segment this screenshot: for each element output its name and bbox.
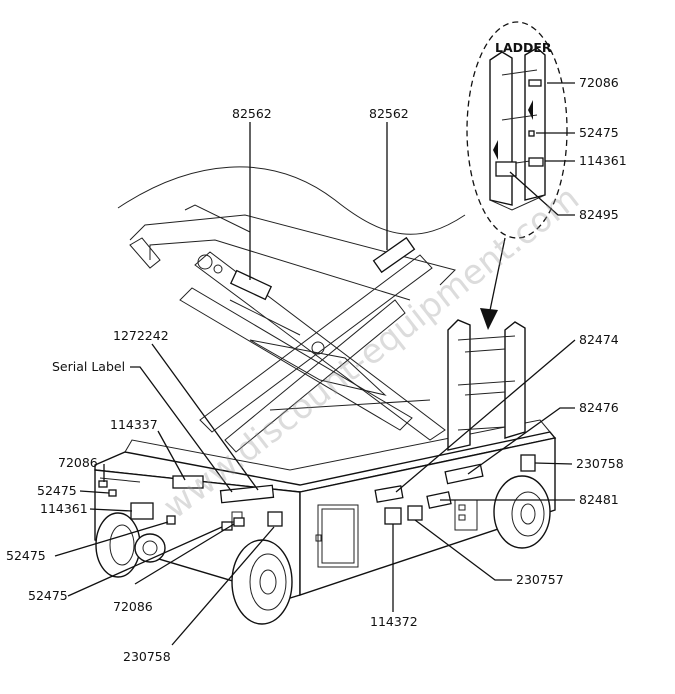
label-230758-bottom: 230758 (123, 649, 171, 664)
label-52475-ladder: 52475 (579, 125, 619, 140)
decal-rects (98, 79, 544, 531)
decal-52475-ladder (528, 130, 535, 137)
label-82495: 82495 (579, 207, 619, 222)
decal-114361-left (130, 502, 154, 520)
platform-outline (117, 166, 466, 301)
label-1272242: 1272242 (113, 328, 169, 343)
decal-114337 (172, 475, 204, 489)
decal-52475-left (108, 489, 117, 497)
label-72086-left: 72086 (58, 455, 98, 470)
ladder-on-machine (447, 319, 526, 451)
drive-motor (134, 533, 166, 563)
label-82474: 82474 (579, 332, 619, 347)
chassis (94, 419, 557, 599)
decal-52475-lower (221, 521, 233, 531)
decal-82562-left (229, 269, 273, 301)
decal-114372 (384, 507, 402, 525)
decal-230758-bottom (267, 511, 283, 527)
label-114361-ladder: 114361 (579, 153, 627, 168)
labels: LADDER 82562 82562 72086 52475 114361 82… (6, 40, 627, 664)
label-230757: 230757 (516, 572, 564, 587)
decal-82562-right (372, 236, 416, 274)
label-52475-left: 52475 (37, 483, 77, 498)
scissor-arms (129, 237, 446, 453)
decal-72086-bottom (233, 517, 245, 527)
label-serial: Serial Label (52, 359, 125, 374)
decal-serial (219, 484, 275, 504)
label-72086-bottom: 72086 (113, 599, 153, 614)
label-52475-lower: 52475 (28, 588, 68, 603)
label-230758-right: 230758 (576, 456, 624, 471)
leader-lines (54, 82, 576, 646)
decal-82474 (374, 485, 404, 503)
decal-230758-right (520, 454, 536, 472)
ladder-pointer-arrow (480, 237, 506, 330)
decal-82476 (444, 463, 484, 485)
wheel-front-left (95, 512, 141, 578)
label-82476: 82476 (579, 400, 619, 415)
label-72086-ladder: 72086 (579, 75, 619, 90)
wheel-front-right (231, 539, 293, 625)
decal-230757 (407, 505, 423, 521)
decal-72086-left (98, 480, 108, 488)
wheel-rear-right (493, 475, 551, 549)
decal-82481 (426, 491, 452, 509)
ladder-title: LADDER (495, 40, 552, 55)
decal-52475-front (166, 515, 176, 525)
label-82562-right: 82562 (369, 106, 409, 121)
label-114361-left: 114361 (40, 501, 88, 516)
label-52475-front: 52475 (6, 548, 46, 563)
label-82481: 82481 (579, 492, 619, 507)
decal-114361-ladder (528, 157, 544, 167)
label-114372: 114372 (370, 614, 418, 629)
label-114337: 114337 (110, 417, 158, 432)
label-82562-left: 82562 (232, 106, 272, 121)
decal-72086-ladder (528, 79, 542, 87)
